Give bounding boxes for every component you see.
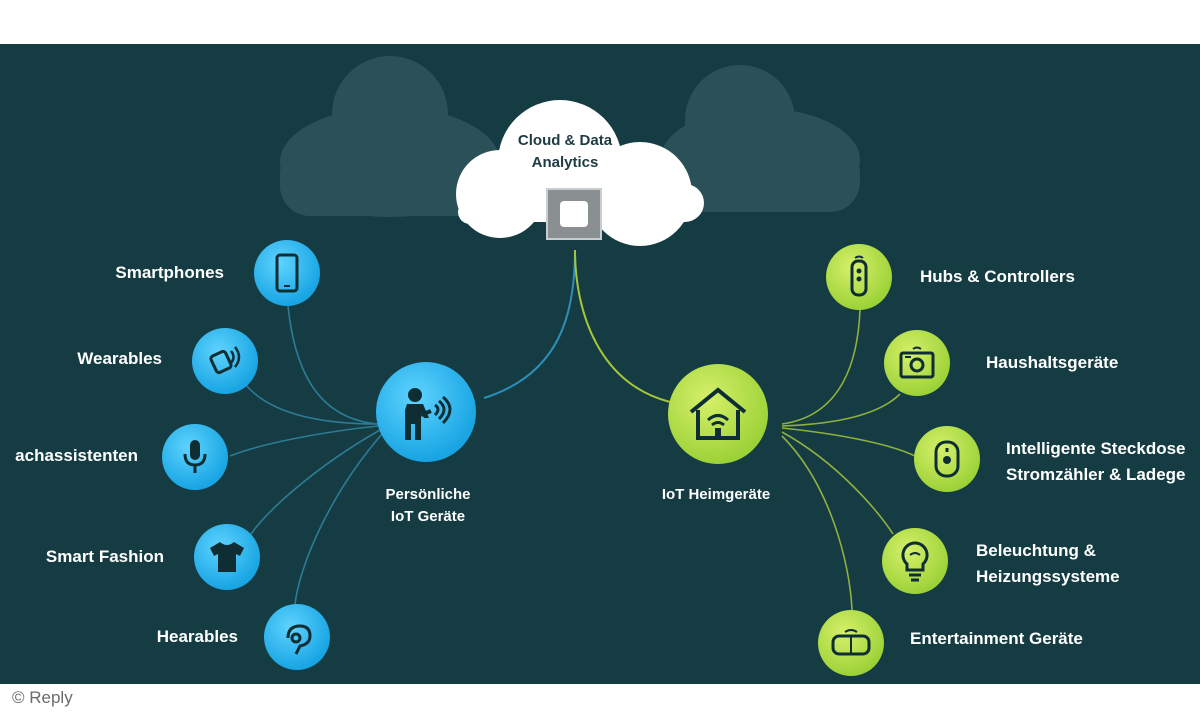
device-label-smart-plugs-line1: Intelligente Steckdose [1006,439,1186,458]
device-label-lighting-heating-line2: Heizungssysteme [976,567,1120,586]
smart-plugs-node [914,426,980,492]
diagram-panel: Cloud & Data Analytics Persönliche IoT G… [0,44,1200,684]
lighting-heating-node [882,528,948,594]
personal-hub-line2: IoT Geräte [390,508,466,525]
device-label-smartphones: Smartphones [115,263,224,282]
home-wifi-icon [689,387,747,440]
vr-headset-icon [831,629,871,656]
hearables-node [264,604,330,670]
smartphone-icon [275,253,299,293]
device-label-smart-plugs: Intelligente Steckdose Stromzähler & Lad… [1006,436,1186,488]
appliance-icon [899,346,935,379]
home-hub-label: IoT Heimgeräte [661,486,771,503]
device-label-entertainment: Entertainment Geräte [910,629,1083,648]
cloud-title-line2: Analytics [531,154,599,171]
smartwatch-icon [209,346,241,375]
device-label-appliances: Haushaltsgeräte [986,353,1119,372]
smartphones-node [254,240,320,306]
personal-hub-label: Persönliche IoT Geräte [358,484,498,528]
voice-assistants-node [162,424,228,490]
earbud-icon [286,624,312,655]
cloud-title-line1: Cloud & Data [517,132,613,149]
hubs-controllers-node [826,244,892,310]
copyright-notice: © Reply [12,688,73,707]
wearables-node [192,328,258,394]
device-label-wearables: Wearables [77,349,162,368]
cloud-title: Cloud & Data Analytics [475,130,655,174]
cloud-chip-icon [546,188,602,240]
device-label-hubs-controllers: Hubs & Controllers [920,267,1075,286]
device-label-lighting-heating: Beleuchtung & Heizungssysteme [976,538,1120,590]
home-lines [781,308,916,611]
smart-fashion-node [194,524,260,590]
person-waves-icon [405,388,452,440]
smart-plug-icon [934,440,960,478]
personal-hub-node [376,362,476,462]
microphone-icon [183,440,207,473]
lightbulb-icon [901,541,929,582]
personal-lines [229,305,383,605]
device-label-smart-fashion: Smart Fashion [45,547,164,566]
appliances-node [884,330,950,396]
device-label-voice-assistants: achassistenten [15,446,138,465]
entertainment-node [818,610,884,676]
background-clouds [280,56,860,217]
cloud-to-home-line [574,249,671,403]
cloud-to-personal-line [483,249,576,399]
personal-hub-line1: Persönliche [385,486,471,503]
device-label-lighting-heating-line1: Beleuchtung & [976,541,1096,560]
home-hub-node [668,364,768,464]
device-label-smart-plugs-line2: Stromzähler & Ladege [1006,465,1186,484]
device-label-hearables: Hearables [156,627,238,646]
tshirt-icon [210,542,244,572]
controller-icon [850,255,868,297]
